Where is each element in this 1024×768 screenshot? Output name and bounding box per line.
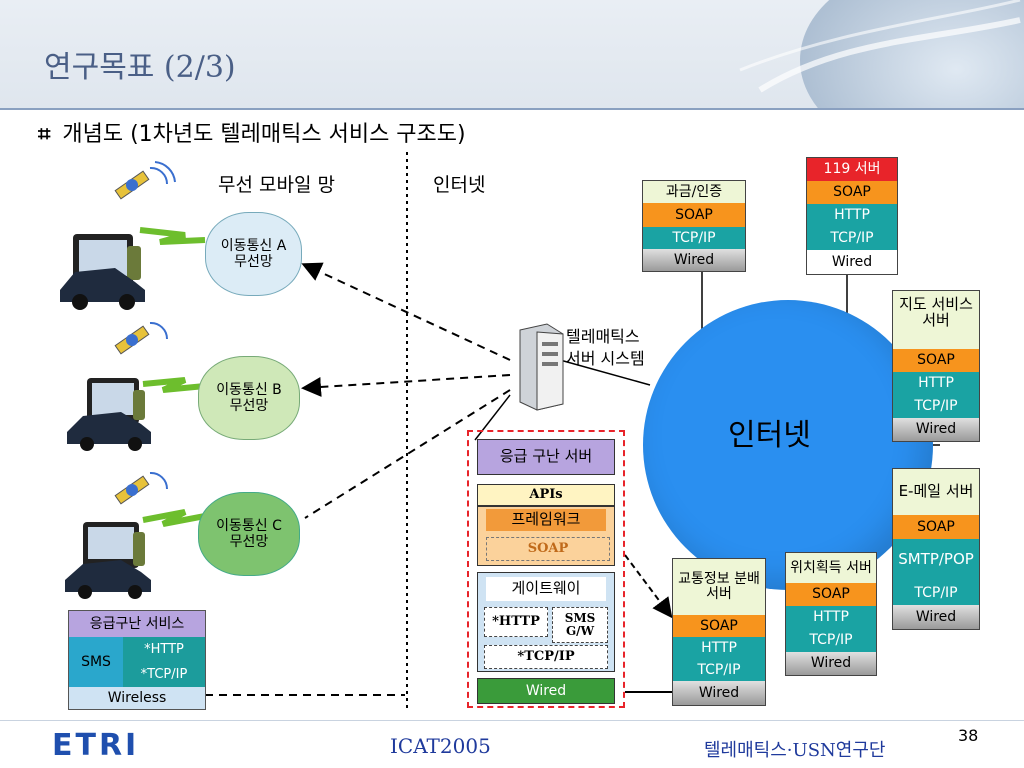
emergency-server-box: 응급 구난 서버 APIs 프레임워크 SOAP 게이트웨이 *HTTP SMS… xyxy=(467,430,625,708)
email-smtp-pop: SMTP/POP xyxy=(893,539,979,581)
traffic-wired: Wired xyxy=(673,681,765,705)
traffic-soap: SOAP xyxy=(673,615,765,637)
phone-icon-c xyxy=(83,509,206,568)
phone-icon-b xyxy=(87,377,206,424)
emergency-service-stack: 응급구난 서비스 SMS *HTTP *TCP/IP Wireless xyxy=(68,610,206,710)
emergency-server-wired: Wired xyxy=(477,678,615,704)
traffic-server-title: 교통정보 분배 서버 xyxy=(673,559,765,615)
emergency-server-framework-area: 프레임워크 SOAP xyxy=(477,506,615,566)
globe-banner-graphic xyxy=(739,0,1024,108)
satellite-icon-a xyxy=(114,161,176,200)
s119-title: 119 서버 xyxy=(807,158,897,181)
page-number: 38 xyxy=(958,726,979,745)
email-server-title: E-메일 서버 xyxy=(893,469,979,515)
section-wireless-label: 무선 모바일 망 xyxy=(218,174,335,196)
bullet-line: ⌗ 개념도 (1차년도 텔레매틱스 서비스 구조도) xyxy=(38,116,466,148)
footer-center: ICAT2005 xyxy=(390,734,491,758)
header-banner xyxy=(0,0,1024,108)
billing-tcpip: TCP/IP xyxy=(643,227,745,249)
footer-divider xyxy=(0,720,1024,721)
internet-label: 인터넷 xyxy=(728,418,811,453)
cloud-c-line1: 이동통신 C xyxy=(216,517,282,534)
emergency-service-tcpip: *TCP/IP xyxy=(123,662,205,687)
s119-tcpip: TCP/IP xyxy=(807,227,897,250)
etri-logo-text: ETRI xyxy=(52,728,140,763)
emergency-server-soap: SOAP xyxy=(486,537,610,561)
cloud-b-line1: 이동통신 B xyxy=(216,381,282,398)
s119-http: HTTP xyxy=(807,204,897,227)
emergency-server-apis: APIs xyxy=(477,484,615,506)
emergency-server-gateway: 게이트웨이 xyxy=(486,577,606,601)
bullet-text: 개념도 (1차년도 텔레매틱스 서비스 구조도) xyxy=(62,122,466,147)
map-wired: Wired xyxy=(893,418,979,441)
s119-soap: SOAP xyxy=(807,181,897,204)
mobile-clients-graphic xyxy=(60,161,206,599)
billing-soap: SOAP xyxy=(643,203,745,227)
car-icon-c xyxy=(65,560,151,599)
emergency-server-gateway-area: 게이트웨이 *HTTP SMS G/W *TCP/IP xyxy=(477,572,615,672)
location-tcpip: TCP/IP xyxy=(786,629,876,652)
emergency-service-http: *HTTP xyxy=(123,637,205,662)
emergency-server-title: 응급 구난 서버 xyxy=(477,439,615,475)
footer-right: 텔레매틱스·USN연구단 xyxy=(704,740,886,761)
location-soap: SOAP xyxy=(786,583,876,606)
s119-wired: Wired xyxy=(807,250,897,274)
location-wired: Wired xyxy=(786,652,876,675)
cloud-a-line2: 무선망 xyxy=(234,254,273,270)
telematics-server-line1: 텔레매틱스 xyxy=(566,327,640,346)
cloud-c-line2: 무선망 xyxy=(229,534,269,550)
telematics-server-line2: 서버 시스템 xyxy=(566,348,645,368)
etri-logo: ETRI xyxy=(52,728,139,763)
billing-server-title: 과금/인증 xyxy=(643,181,745,203)
emergency-service-title: 응급구난 서비스 xyxy=(69,611,205,637)
email-tcpip: TCP/IP xyxy=(893,581,979,605)
map-tcpip: TCP/IP xyxy=(893,395,979,418)
map-http: HTTP xyxy=(893,372,979,395)
telematics-server-label: 텔레매틱스 서버 시스템 xyxy=(566,326,645,369)
s119-server-stack: 119 서버 SOAP HTTP TCP/IP Wired xyxy=(806,157,898,275)
emergency-server-tcpip: *TCP/IP xyxy=(484,645,608,669)
car-icon-b xyxy=(67,412,151,451)
billing-wired: Wired xyxy=(643,249,745,271)
cloud-b-line2: 무선망 xyxy=(229,398,269,414)
emergency-server-sms-gw: SMS G/W xyxy=(552,607,608,643)
location-http: HTTP xyxy=(786,606,876,629)
location-server-stack: 위치획득 서버 SOAP HTTP TCP/IP Wired xyxy=(785,552,877,676)
billing-server-stack: 과금/인증 SOAP TCP/IP Wired xyxy=(642,180,746,272)
emergency-server-http: *HTTP xyxy=(484,607,548,637)
map-server-title: 지도 서비스 서버 xyxy=(893,291,979,349)
satellite-icon-c xyxy=(114,471,169,505)
server-icon xyxy=(519,323,564,411)
car-icon-a xyxy=(60,268,145,310)
section-internet-label: 인터넷 xyxy=(433,174,486,196)
cloud-a-line1: 이동통신 A xyxy=(220,237,287,254)
satellite-icon-b xyxy=(114,321,169,355)
email-wired: Wired xyxy=(893,605,979,629)
slide-title: 연구목표 (2/3) xyxy=(44,50,236,85)
location-server-title: 위치획득 서버 xyxy=(786,553,876,583)
traffic-http: HTTP xyxy=(673,637,765,659)
email-server-stack: E-메일 서버 SOAP SMTP/POP TCP/IP Wired xyxy=(892,468,980,630)
header-divider xyxy=(0,108,1024,110)
email-soap: SOAP xyxy=(893,515,979,539)
map-server-stack: 지도 서비스 서버 SOAP HTTP TCP/IP Wired xyxy=(892,290,980,442)
emergency-service-sms: SMS xyxy=(69,637,123,687)
bullet-icon: ⌗ xyxy=(38,122,51,147)
internet-cloud xyxy=(643,300,933,590)
emergency-server-framework: 프레임워크 xyxy=(486,509,606,531)
traffic-tcpip: TCP/IP xyxy=(673,659,765,681)
emergency-service-wireless: Wireless xyxy=(69,687,205,709)
map-soap: SOAP xyxy=(893,349,979,372)
traffic-server-stack: 교통정보 분배 서버 SOAP HTTP TCP/IP Wired xyxy=(672,558,766,706)
